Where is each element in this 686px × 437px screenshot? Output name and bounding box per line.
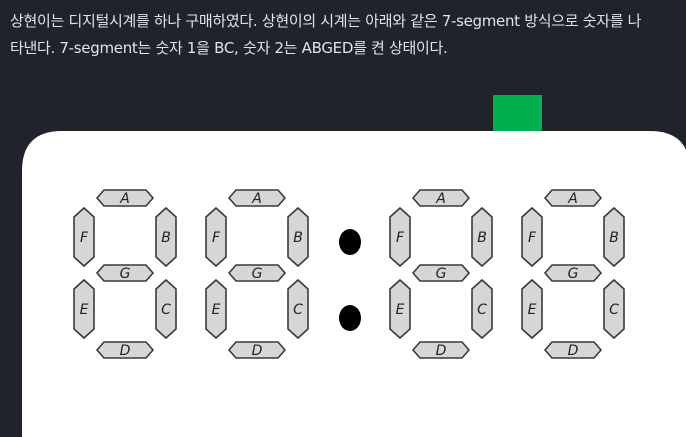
- segment-label-a: A: [251, 191, 262, 207]
- segment-label-c: C: [161, 302, 171, 318]
- segment-label-e: E: [528, 302, 537, 318]
- segment-label-e: E: [396, 302, 405, 318]
- colon-dot-bottom: [339, 305, 361, 331]
- clock-face: [22, 131, 686, 437]
- segment-label-d: D: [568, 343, 579, 359]
- segment-label-g: G: [252, 266, 263, 282]
- segment-label-c: C: [293, 302, 303, 318]
- segment-label-f: F: [80, 230, 89, 246]
- colon-dot-top: [339, 229, 361, 255]
- segment-label-f: F: [396, 230, 405, 246]
- digit-1: A B C D E F G: [73, 189, 177, 359]
- green-tab-marker: [493, 95, 542, 131]
- segment-label-b: B: [609, 230, 619, 246]
- segment-label-e: E: [212, 302, 221, 318]
- segment-label-a: A: [435, 191, 446, 207]
- segment-label-c: C: [609, 302, 619, 318]
- segment-label-g: G: [568, 266, 579, 282]
- segment-label-g: G: [436, 266, 447, 282]
- segment-label-c: C: [477, 302, 487, 318]
- segment-label-b: B: [161, 230, 171, 246]
- segment-label-f: F: [528, 230, 537, 246]
- segment-label-b: B: [293, 230, 303, 246]
- problem-line-1: 상현이는 디지털시계를 하나 구매하였다. 상현이의 시계는 아래와 같은 7-…: [10, 12, 642, 30]
- segment-label-d: D: [120, 343, 131, 359]
- digit-3: A B C D E F G: [389, 189, 493, 359]
- digit-4: A B C D E F G: [521, 189, 625, 359]
- digit-2: A B C D E F G: [205, 189, 309, 359]
- segment-label-a: A: [119, 191, 130, 207]
- segment-label-g: G: [120, 266, 131, 282]
- segment-label-f: F: [212, 230, 221, 246]
- problem-line-2: 타낸다. 7-segment는 숫자 1을 BC, 숫자 2는 ABGED를 켠…: [10, 39, 448, 57]
- problem-description: 상현이는 디지털시계를 하나 구매하였다. 상현이의 시계는 아래와 같은 7-…: [10, 8, 682, 62]
- segment-label-d: D: [436, 343, 447, 359]
- segment-label-e: E: [80, 302, 89, 318]
- segment-label-d: D: [252, 343, 263, 359]
- segment-label-b: B: [477, 230, 487, 246]
- segment-label-a: A: [567, 191, 578, 207]
